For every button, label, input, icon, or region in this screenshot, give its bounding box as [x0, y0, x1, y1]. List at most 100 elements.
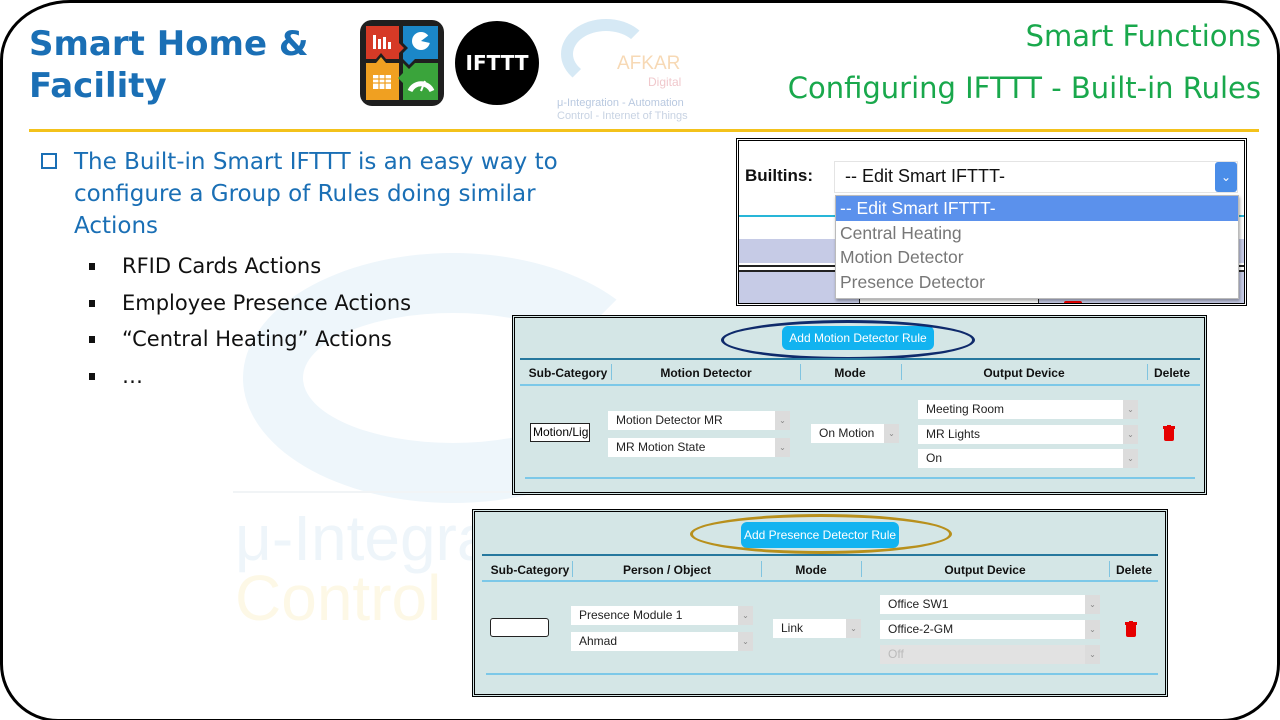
column-separator [901, 364, 902, 380]
output-location-select[interactable]: Meeting Room ⌄ [918, 400, 1138, 419]
dropdown-option[interactable]: Presence Detector [840, 271, 985, 292]
slide-subtitle: Configuring IFTTT - Built-in Rules [787, 71, 1261, 105]
watermark-text-2: Control [235, 562, 442, 634]
select-value: Off [888, 647, 904, 661]
main-bullet: The Built-in Smart IFTTT is an easy way … [39, 146, 599, 242]
column-separator [800, 364, 801, 380]
person-select[interactable]: Ahmad ⌄ [571, 632, 753, 651]
output-state-select[interactable]: On ⌄ [918, 449, 1138, 468]
column-separator [572, 561, 573, 577]
sub-bullet: … [39, 358, 599, 395]
column-header-mode: Mode [834, 366, 866, 380]
header-divider [29, 129, 1259, 132]
select-value: On [926, 451, 943, 465]
main-bullet-text: The Built-in Smart IFTTT is an easy way … [74, 149, 558, 239]
mode-select[interactable]: On Motion⌄ [811, 424, 899, 443]
row-bottom-border [525, 477, 1195, 479]
column-header-mode: Mode [795, 563, 827, 577]
chevron-down-icon[interactable]: ⌄ [738, 632, 753, 651]
chevron-down-icon: ⌄ [1085, 645, 1100, 664]
sub-bullet-text: “Central Heating” Actions [122, 327, 392, 351]
output-device-select[interactable]: MR Lights ⌄ [918, 425, 1138, 444]
sub-bullet: RFID Cards Actions [39, 248, 599, 285]
header-bottom-border [482, 580, 1158, 582]
dropdown-option[interactable]: Central Heating [840, 222, 962, 243]
column-separator [611, 364, 612, 380]
column-header-person-object: Person / Object [622, 563, 712, 577]
square-bullet-icon [89, 336, 95, 343]
select-value: Meeting Room [926, 402, 1005, 416]
column-header-motion-detector: Motion Detector [660, 366, 752, 380]
highlight-ellipse [690, 514, 952, 554]
chevron-down-icon[interactable]: ⌄ [1215, 162, 1237, 192]
afkar-name: AFKAR [617, 53, 681, 74]
slide-title: Smart Home & Facility [29, 24, 309, 106]
select-value: Motion Detector MR [616, 413, 723, 427]
select-value: Presence Module 1 [579, 608, 683, 622]
select-value: Link [781, 621, 804, 635]
column-separator [1147, 364, 1148, 380]
trash-icon[interactable] [1163, 425, 1175, 441]
afkar-digital-logo: AFKAR Digital μ-Integration - Automation… [553, 13, 738, 128]
chevron-down-icon[interactable]: ⌄ [1085, 620, 1100, 639]
dropdown-option[interactable]: -- Edit Smart IFTTT- [836, 196, 1238, 221]
sub-category-input[interactable] [490, 618, 549, 637]
chevron-down-icon[interactable]: ⌄ [738, 606, 753, 625]
column-separator [1109, 561, 1110, 577]
output-state-select: Off ⌄ [880, 645, 1100, 664]
select-value: MR Motion State [616, 440, 706, 454]
trash-icon[interactable] [1125, 621, 1137, 637]
watermark-text-1: μ-Integra [235, 502, 493, 574]
column-separator [761, 561, 762, 577]
row-bottom-border [486, 673, 1158, 675]
output-device-select[interactable]: Office-2-GM ⌄ [880, 620, 1100, 639]
builtins-select[interactable]: -- Edit Smart IFTTT- ⌄ [834, 161, 1238, 193]
header-bottom-border [520, 384, 1200, 386]
chevron-down-icon[interactable]: ⌄ [775, 438, 790, 457]
section-title: Smart Functions [1025, 19, 1261, 53]
chevron-down-icon[interactable]: ⌄ [1123, 449, 1138, 468]
checkbox-bullet-icon [41, 153, 57, 169]
sub-bullet-text: Employee Presence Actions [122, 290, 412, 315]
chevron-down-icon[interactable]: ⌄ [884, 424, 899, 443]
highlight-ellipse [721, 320, 975, 360]
column-header-output-device: Output Device [983, 366, 1065, 380]
sub-bullet: Employee Presence Actions [39, 285, 599, 322]
select-value: Ahmad [579, 634, 618, 648]
select-value: Office-2-GM [888, 622, 954, 636]
select-value: MR Lights [926, 427, 981, 441]
chevron-down-icon[interactable]: ⌄ [846, 619, 861, 638]
chevron-down-icon[interactable]: ⌄ [775, 411, 790, 430]
motion-state-select[interactable]: MR Motion State ⌄ [608, 438, 790, 457]
presence-detector-panel: Add Presence Detector Rule Sub-Category … [472, 509, 1168, 697]
sub-bullet: “Central Heating” Actions [39, 321, 599, 358]
builtins-label: Builtins: [745, 166, 813, 185]
afkar-tagline-1: μ-Integration - Automation [557, 97, 684, 109]
column-header-sub-category: Sub-Category [528, 366, 608, 380]
dropdown-option[interactable]: Motion Detector [840, 247, 964, 267]
dashboard-apps-logo-icon [360, 20, 444, 106]
column-header-sub-category: Sub-Category [490, 563, 570, 577]
motion-detector-select[interactable]: Motion Detector MR ⌄ [608, 411, 790, 430]
chevron-down-icon[interactable]: ⌄ [1085, 595, 1100, 614]
header-top-border [482, 554, 1158, 556]
watermark-divider [233, 491, 553, 493]
header-top-border [520, 358, 1200, 360]
chevron-down-icon[interactable]: ⌄ [1123, 400, 1138, 419]
builtins-screenshot-panel: Builtins: -- Edit Smart IFTTT- ⌄ -- Edit… [736, 138, 1247, 306]
column-header-delete: Delete [1153, 366, 1191, 380]
square-bullet-icon [89, 299, 95, 307]
sub-bullet-text: RFID Cards Actions [122, 254, 322, 278]
chevron-down-icon[interactable]: ⌄ [1123, 425, 1138, 444]
output-location-select[interactable]: Office SW1 ⌄ [880, 595, 1100, 614]
mode-select[interactable]: Link ⌄ [773, 619, 861, 638]
square-bullet-icon [89, 263, 95, 270]
square-bullet-icon [89, 372, 95, 380]
select-value: Office SW1 [888, 597, 949, 611]
sub-bullet-text: … [122, 363, 143, 388]
delete-icon [1064, 301, 1082, 303]
presence-module-select[interactable]: Presence Module 1 ⌄ [571, 606, 753, 625]
column-header-output-device: Output Device [944, 563, 1026, 577]
sub-category-input[interactable]: Motion/Lig [530, 423, 590, 442]
